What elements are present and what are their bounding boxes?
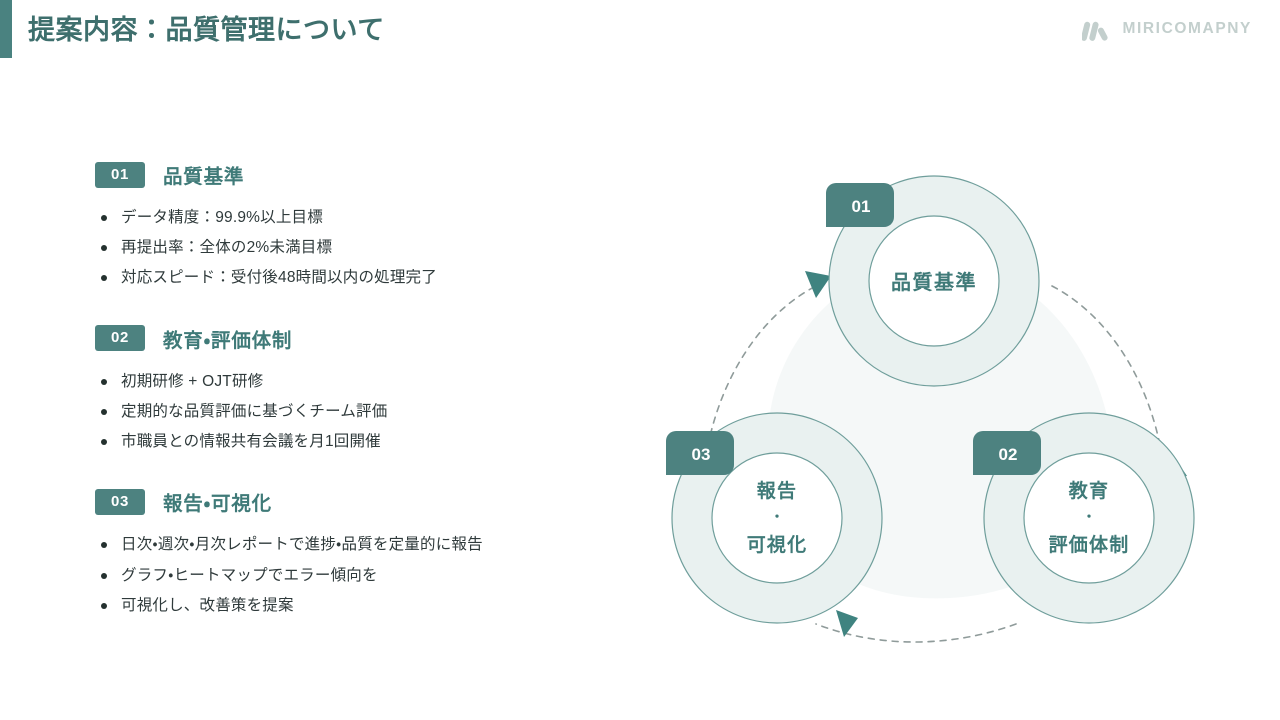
section-title: 教育・評価体制: [163, 329, 293, 352]
node-02-label-line-1: 教育: [1068, 479, 1109, 502]
node-03-label-line-2: 可視化: [747, 533, 808, 556]
section-number-badge: 02: [95, 325, 145, 352]
node-02-badge: [973, 431, 1041, 475]
page-title: 提案内容：品質管理について: [28, 15, 385, 45]
arrow-path-03-to-01: [703, 285, 817, 471]
section-03: 03 報告・可視化 日次・週次・月次レポートで進捗・品質を定量的に報告 グラフ・…: [95, 487, 615, 621]
node-02-badge-number: 02: [999, 445, 1018, 464]
list-item: 定期的な品質評価に基づくチーム評価: [95, 397, 615, 427]
cycle-node-01[interactable]: 01 品質基準: [826, 175, 1040, 387]
node-03-label-line-1: 報告: [757, 479, 797, 502]
brand-logo: MIRICOMAPNY: [1082, 16, 1252, 42]
section-bullet-list: 日次・週次・月次レポートで進捗・品質を定量的に報告 グラフ・ヒートマップでエラー…: [95, 530, 615, 621]
node-01-label: 品質基準: [891, 270, 977, 294]
node-02-label-line-2: 評価体制: [1049, 533, 1130, 556]
slide-header: 提案内容：品質管理について MIRICOMAPNY: [0, 0, 1280, 58]
cycle-diagram: 01 品質基準 02 教育 ・ 評価体制 03 報告 ・ 可: [640, 140, 1260, 660]
node-03-inner-hole: [711, 452, 843, 584]
list-item: 市職員との情報共有会議を月1回開催: [95, 427, 615, 457]
list-item: データ精度：99.9%以上目標: [95, 203, 615, 233]
content-sections: 01 品質基準 データ精度：99.9%以上目標 再提出率：全体の2%未満目標 対…: [95, 160, 615, 621]
arrowhead-to-03: [836, 610, 858, 637]
section-02: 02 教育・評価体制 初期研修 + OJT研修 定期的な品質評価に基づくチーム評…: [95, 324, 615, 458]
list-item: 初期研修 + OJT研修: [95, 367, 615, 397]
list-item: 再提出率：全体の2%未満目標: [95, 233, 615, 263]
section-title: 報告・可視化: [163, 493, 272, 516]
section-number-badge: 01: [95, 161, 145, 188]
node-03-badge: [666, 431, 734, 475]
brand-name: MIRICOMAPNY: [1122, 20, 1252, 37]
section-bullet-list: データ精度：99.9%以上目標 再提出率：全体の2%未満目標 対応スピード：受付…: [95, 203, 615, 294]
node-02-inner-hole: [1023, 452, 1155, 584]
section-header: 01 品質基準: [95, 160, 615, 189]
list-item: 日次・週次・月次レポートで進捗・品質を定量的に報告: [95, 530, 615, 560]
logo-mark-icon: [1082, 21, 1109, 41]
node-01-inner-hole: [868, 215, 1000, 347]
node-03-label-separator: ・: [770, 509, 783, 524]
cycle-diagram-svg: 01 品質基準 02 教育 ・ 評価体制 03 報告 ・ 可: [666, 175, 1195, 643]
cycle-node-03[interactable]: 03 報告 ・ 可視化: [666, 412, 883, 624]
section-number-badge: 03: [95, 488, 145, 515]
section-header: 03 報告・可視化: [95, 487, 615, 516]
list-item: 可視化し、改善策を提案: [95, 591, 615, 621]
header-accent-bar: [0, 0, 12, 58]
node-01-badge-number: 01: [852, 197, 871, 216]
node-01-badge: [826, 183, 894, 227]
arrowhead-to-01: [805, 271, 831, 298]
node-02-label-separator: ・: [1082, 509, 1095, 524]
section-title: 品質基準: [163, 166, 245, 188]
section-header: 02 教育・評価体制: [95, 324, 615, 353]
node-03-badge-number: 03: [692, 445, 711, 464]
arrow-path-02-to-03: [815, 623, 1017, 643]
section-bullet-list: 初期研修 + OJT研修 定期的な品質評価に基づくチーム評価 市職員との情報共有…: [95, 367, 615, 458]
section-01: 01 品質基準 データ精度：99.9%以上目標 再提出率：全体の2%未満目標 対…: [95, 160, 615, 294]
cycle-node-02[interactable]: 02 教育 ・ 評価体制: [973, 412, 1195, 624]
list-item: 対応スピード：受付後48時間以内の処理完了: [95, 263, 615, 293]
list-item: グラフ・ヒートマップでエラー傾向を: [95, 561, 615, 591]
